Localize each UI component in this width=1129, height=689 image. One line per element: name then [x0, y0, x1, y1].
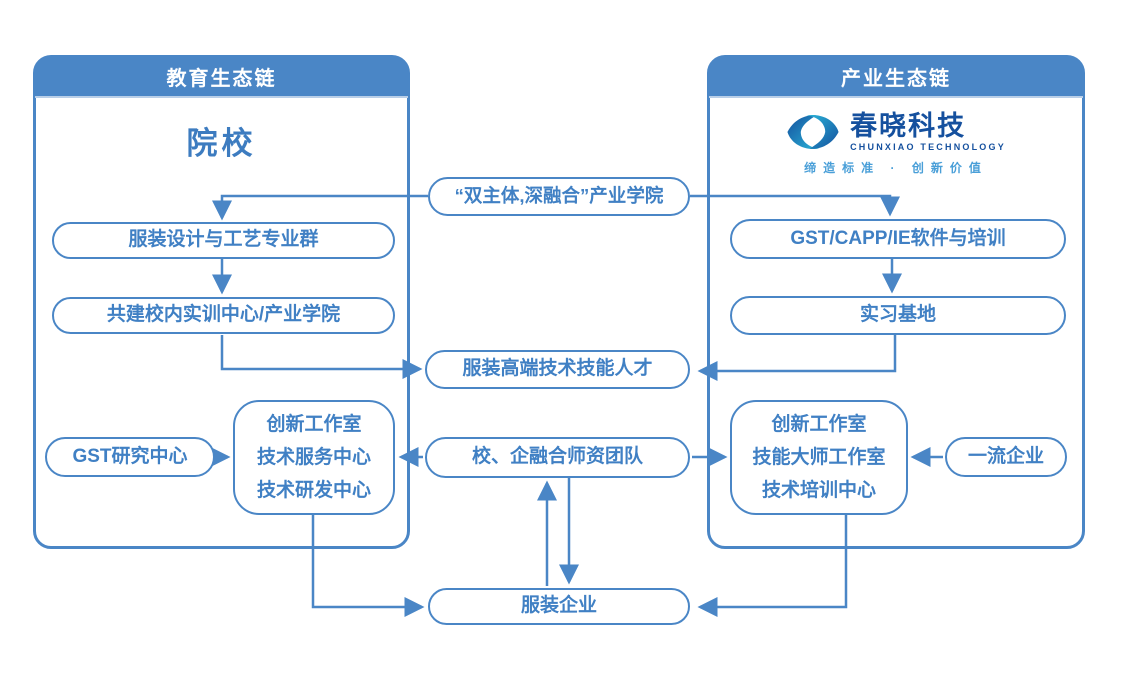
college-title: 院校: [186, 126, 257, 161]
box-fashion-enterprise: 服装企业: [428, 588, 690, 625]
school-center-line: 创新工作室: [266, 414, 362, 435]
box-internship-base: 实习基地: [730, 296, 1066, 335]
industry-chain-header: 产业生态链: [709, 57, 1083, 98]
box-campus-training-center: 共建校内实训中心/产业学院: [52, 297, 395, 334]
box-gst-capp-ie-software-training: GST/CAPP/IE软件与培训: [730, 219, 1066, 259]
education-chain-header: 教育生态链: [35, 57, 408, 98]
enterprise-center-line: 技能大师工作室: [752, 447, 886, 468]
box-top-enterprise: 一流企业: [945, 437, 1067, 477]
box-industry-college: “双主体,深融合”产业学院: [428, 177, 690, 216]
enterprise-center-line: 创新工作室: [771, 414, 867, 435]
box-fashion-design-major-group: 服装设计与工艺专业群: [52, 222, 395, 259]
chunxiao-logo-icon: [787, 114, 839, 150]
box-school-centers: 创新工作室 技术服务中心 技术研发中心: [233, 400, 395, 515]
enterprise-center-line: 技术培训中心: [761, 480, 876, 501]
school-center-line: 技术研发中心: [256, 480, 371, 501]
chunxiao-logo-tagline: 缔造标准 · 创新价值: [804, 161, 988, 175]
chunxiao-logo-name-cn: 春晓科技: [850, 111, 967, 141]
box-enterprise-centers: 创新工作室 技能大师工作室 技术培训中心: [730, 400, 908, 515]
chunxiao-logo: 春晓科技 CHUNXIAO TECHNOLOGY 缔造标准 · 创新价值: [707, 112, 1085, 176]
school-center-line: 技术服务中心: [256, 447, 371, 468]
box-faculty-team: 校、企融合师资团队: [425, 437, 690, 478]
box-highend-talents: 服装高端技术技能人才: [425, 350, 690, 389]
box-gst-research-center: GST研究中心: [45, 437, 215, 477]
chunxiao-logo-name-en: CHUNXIAO TECHNOLOGY: [850, 142, 1006, 152]
